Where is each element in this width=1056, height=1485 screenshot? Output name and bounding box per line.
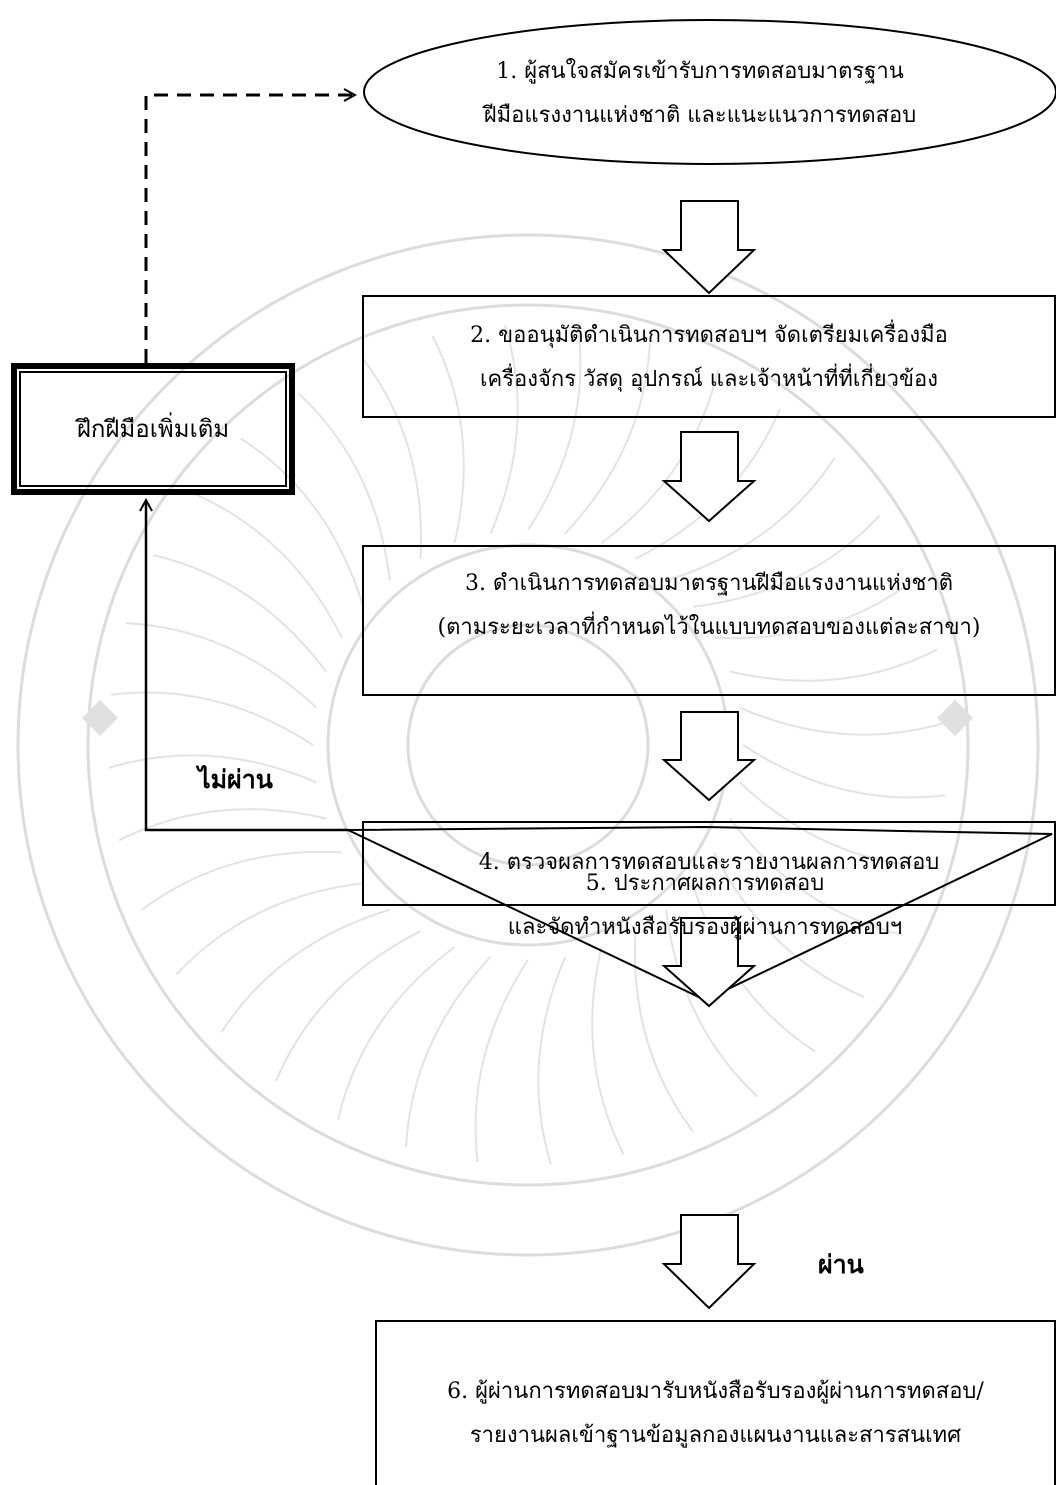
pass-label: ผ่าน <box>818 1250 864 1279</box>
step4-line1: 4. ตรวจผลการทดสอบและรายงานผลการทดสอบ <box>478 850 940 875</box>
step3-box <box>362 545 1056 696</box>
training-box-inner <box>19 371 287 487</box>
training-label: ฝึกฝีมือเพิ่มเติม <box>76 415 230 443</box>
step1-line2: ฝีมือแรงงานแห่งชาติ และแนะแนวการทดสอบ <box>483 103 917 128</box>
block-arrow-4-5 <box>661 917 757 1008</box>
step2-box <box>362 295 1056 418</box>
fail-connector <box>146 500 348 832</box>
step6-box <box>375 1320 1056 1485</box>
training-box-outer <box>11 363 295 495</box>
retry-dashed-connector <box>144 95 355 363</box>
step6-line1: 6. ผู้ผ่านการทดสอบมารับหนังสือรับรองผู้ผ… <box>447 1379 984 1404</box>
step6-text: 6. ผู้ผ่านการทดสอบมารับหนังสือรับรองผู้ผ… <box>377 1370 1054 1458</box>
step6-line2: รายงานผลเข้าฐานข้อมูลกองแผนงานและสารสนเท… <box>469 1423 962 1448</box>
block-arrow-5-6 <box>661 1214 757 1310</box>
fail-label: ไม่ผ่าน <box>198 765 273 794</box>
step3-text: 3. ดำเนินการทดสอบมาตรฐานฝีมือแรงงานแห่งช… <box>364 562 1054 650</box>
step2-text: 2. ขออนุมัติดำเนินการทดสอบฯ จัดเตรียมเคร… <box>364 314 1054 402</box>
step1-ellipse <box>363 19 1056 165</box>
step5-line2: และจัดทำหนังสือรับรองผู้ผ่านการทดสอบฯ <box>507 915 903 940</box>
step2-line2: เครื่องจักร วัสดุ อุปกรณ์ และเจ้าหน้าที่… <box>479 367 939 392</box>
block-arrow-1-2 <box>661 200 757 295</box>
step2-line1: 2. ขออนุมัติดำเนินการทดสอบฯ จัดเตรียมเคร… <box>470 323 948 348</box>
block-arrow-3-4 <box>661 711 757 802</box>
step3-line1: 3. ดำเนินการทดสอบมาตรฐานฝีมือแรงงานแห่งช… <box>464 571 954 596</box>
step1-line1: 1. ผู้สนใจสมัครเข้ารับการทดสอบมาตรฐาน <box>496 59 904 84</box>
step3-line2: (ตามระยะเวลาที่กำหนดไว้ในแบบทดสอบของแต่ล… <box>437 615 981 640</box>
step5-text: 5. ประกาศผลการทดสอบ และจัดทำหนังสือรับรอ… <box>420 862 990 950</box>
step5-line1: 5. ประกาศผลการทดสอบ <box>585 871 825 896</box>
block-arrow-2-3 <box>661 431 757 523</box>
step4-box <box>362 821 1056 906</box>
training-text: ฝึกฝีมือเพิ่มเติม <box>21 407 285 451</box>
step4-text: 4. ตรวจผลการทดสอบและรายงานผลการทดสอบ <box>364 841 1054 885</box>
step1-text: 1. ผู้สนใจสมัครเข้ารับการทดสอบมาตรฐาน ฝี… <box>400 50 1000 138</box>
